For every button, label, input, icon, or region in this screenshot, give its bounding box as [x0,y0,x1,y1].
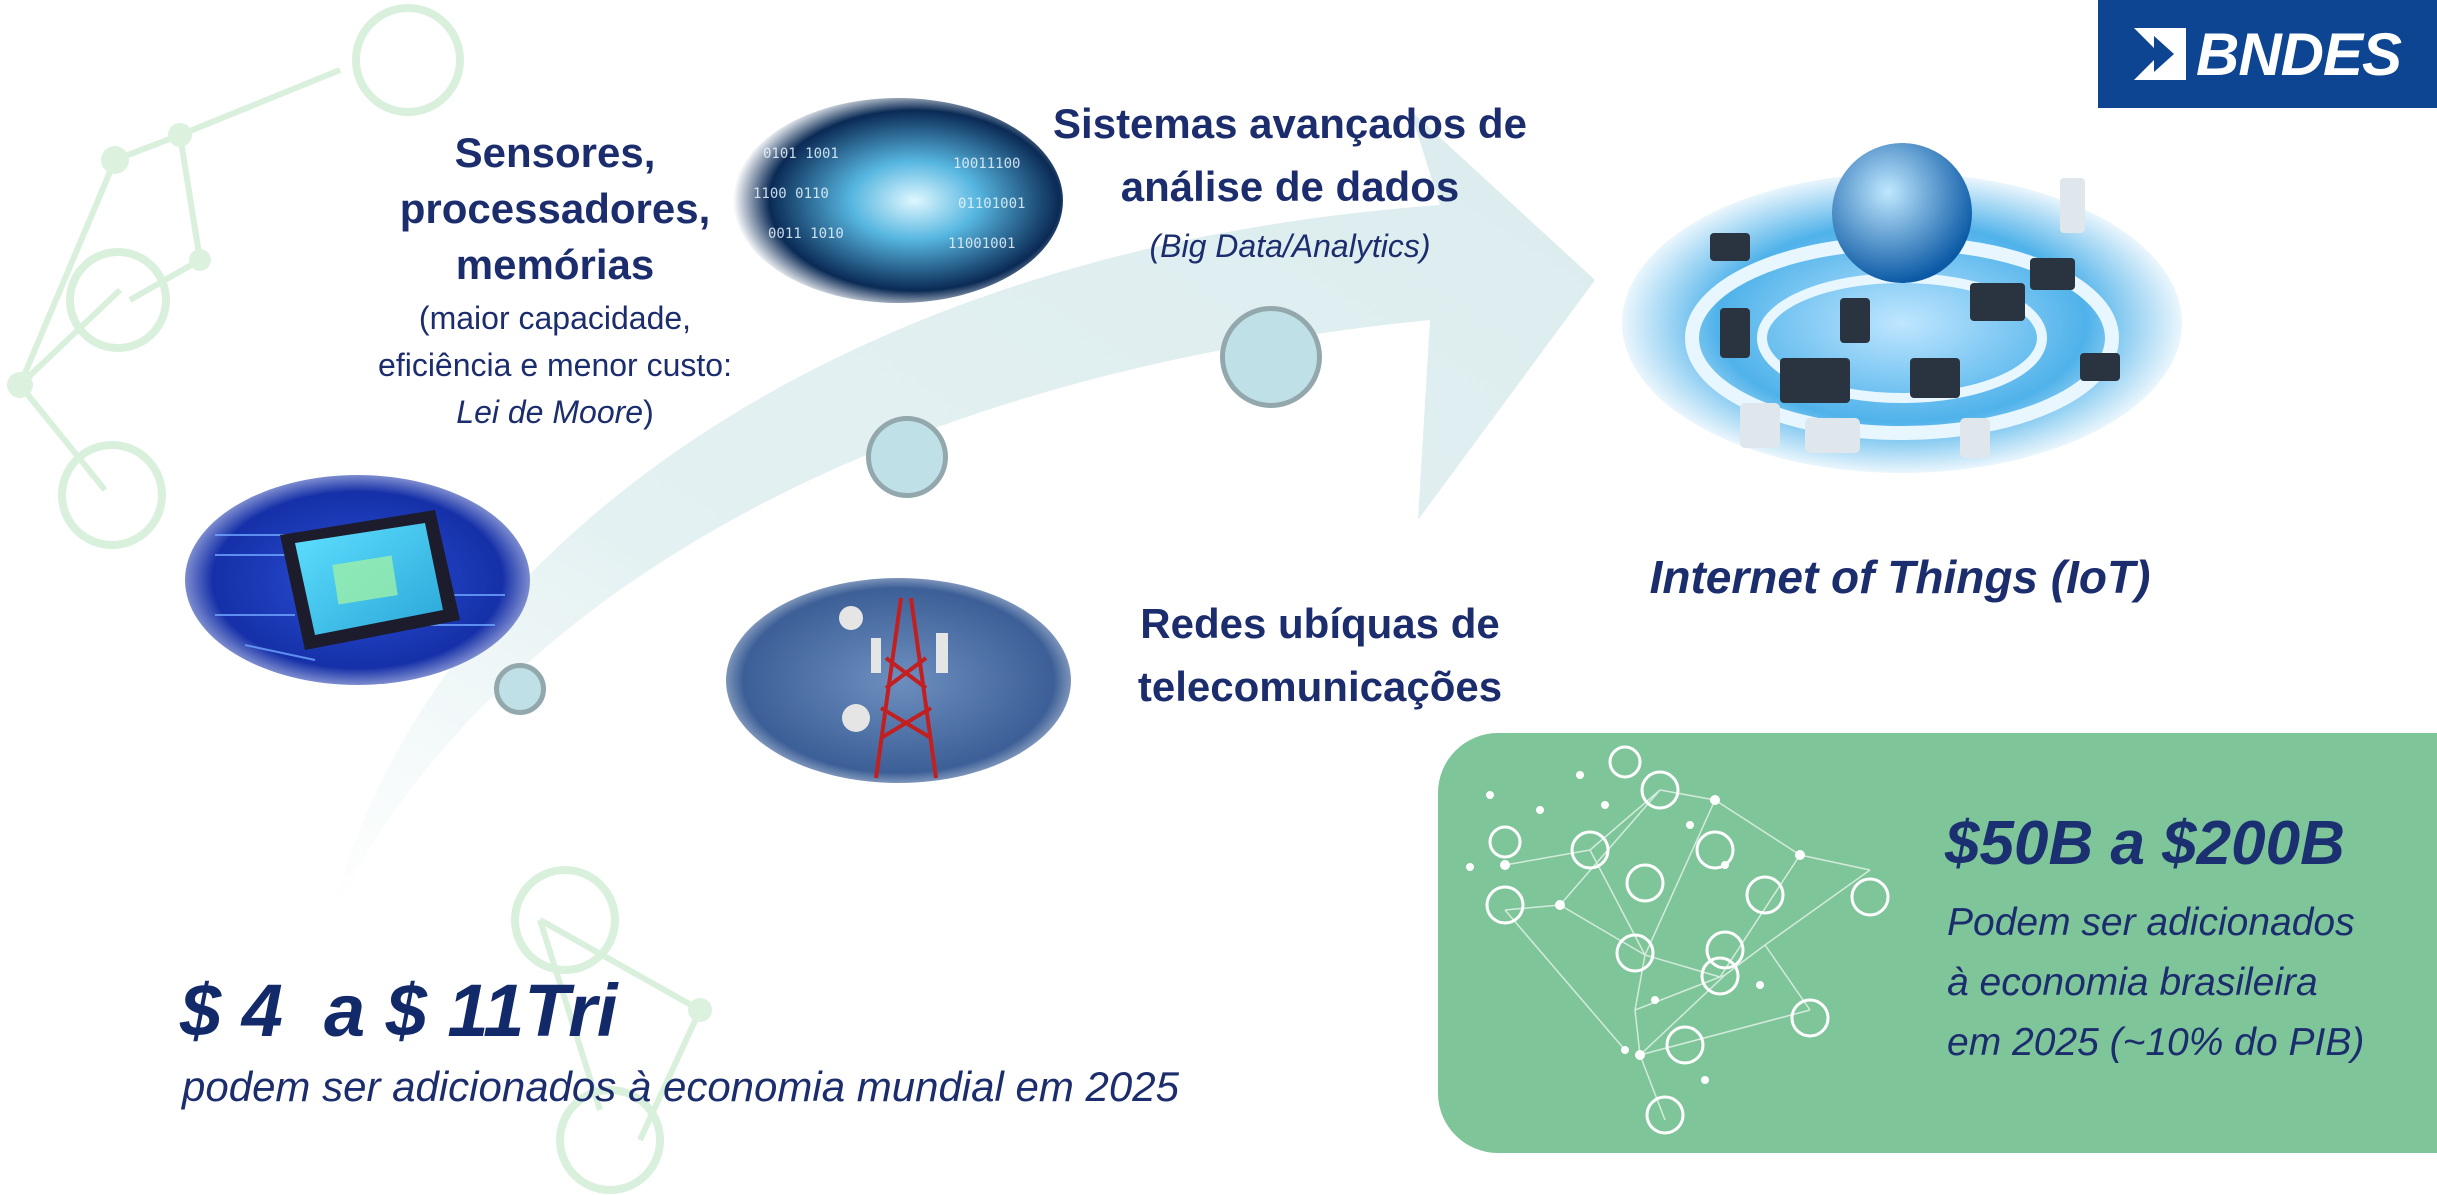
svg-text:1100 0110: 1100 0110 [753,186,829,202]
analytics-block: Sistemas avançados de análise de dados (… [1030,92,1550,270]
arrow-node-medium [866,416,948,498]
svg-text:11001001: 11001001 [948,236,1015,252]
sensors-note-line-3: Lei de Moore) [330,389,780,436]
svg-text:01101001: 01101001 [958,196,1025,212]
arrow-node-small [494,663,546,715]
processor-chip-image [185,475,530,685]
svg-text:0011 1010: 0011 1010 [768,226,844,242]
brazil-economy-value: $50B a $200B [1945,809,2345,878]
brazil-iot-network-map [1466,745,1890,1135]
big-data-binary-image: 0101 1001 1100 0110 0011 1010 10011100 0… [733,98,1063,303]
sensors-note-line-1: (maior capacidade, [418,300,692,336]
analytics-title-line-2: análise de dados [1120,163,1460,210]
brazil-caption-line-2: à economia brasileira [1947,961,2318,1004]
svg-text:10011100: 10011100 [953,156,1020,172]
bndes-logo-icon [2133,28,2186,80]
analytics-title-line-1: Sistemas avançados de [1053,100,1527,147]
sensors-title-line-3: memórias [455,241,655,288]
iot-title: Internet of Things (IoT) [1649,551,2151,603]
world-economy-value: $ 4 a $ 11Tri [180,969,618,1052]
sensors-block: Sensores, processadores, memórias (maior… [330,125,780,436]
background-network-decoration [7,4,712,1194]
svg-text:0101 1001: 0101 1001 [763,146,839,162]
networks-block: Redes ubíquas de telecomunicações [1100,592,1540,718]
sensors-title-line-1: Sensores, [454,129,656,176]
sensors-title-line-2: processadores, [399,185,711,232]
moore-law-close: ) [643,394,654,430]
analytics-subtitle: (Big Data/Analytics) [1149,228,1431,264]
bndes-logo-text: BNDES [2195,20,2402,88]
arrow-node-large [1220,306,1322,408]
networks-title-line-1: Redes ubíquas de [1140,600,1500,647]
bndes-logo: BNDES [2098,0,2437,108]
brazil-caption-line-3: em 2025 (~10% do PIB) [1947,1021,2365,1064]
networks-title-line-2: telecomunicações [1137,663,1503,710]
moore-law-label: Lei de Moore [456,394,644,430]
world-economy-caption: podem ser adicionados à economia mundial… [182,1063,1179,1110]
iot-connected-devices-image [1610,138,2195,493]
sensors-note-line-2: eficiência e menor custo: [378,347,732,383]
telecom-tower-image [726,578,1071,783]
brazil-caption-line-1: Podem ser adicionados [1947,901,2355,944]
